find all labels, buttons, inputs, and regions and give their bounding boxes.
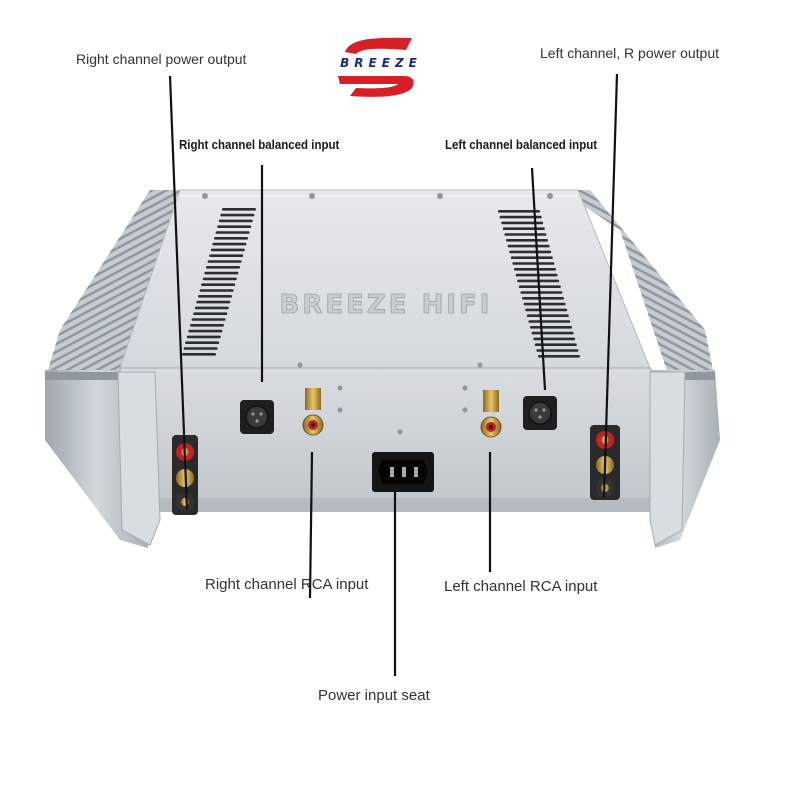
label-left-rca-input: Left channel RCA input	[444, 578, 598, 595]
vent-slot	[202, 277, 237, 281]
vent-slot	[220, 213, 255, 217]
vent-slot	[207, 260, 242, 263]
vent-slot	[193, 312, 228, 315]
vent-slot	[510, 256, 553, 259]
panel-mark: BREEZE HIFI	[280, 290, 493, 320]
left-xlr-socket	[523, 396, 557, 430]
breeze-logo	[338, 37, 414, 97]
vent-slot	[215, 231, 250, 234]
vent-slot	[534, 343, 577, 346]
vent-slot	[188, 329, 223, 333]
vent-slot	[531, 331, 574, 335]
vent-slot	[538, 355, 580, 358]
vent-slot	[212, 242, 247, 246]
leader-right-power-output	[168, 75, 189, 511]
vent-slot	[198, 295, 232, 298]
label-right-rca-input: Right channel RCA input	[205, 576, 369, 593]
vent-slot	[204, 271, 239, 275]
vent-slot	[526, 314, 569, 317]
power-inlet	[372, 452, 434, 492]
label-power-input-seat: Power input seat	[318, 687, 430, 704]
vent-slot	[199, 289, 234, 292]
vent-slot	[185, 341, 220, 344]
label-right-power-output: Right channel power output	[76, 51, 247, 67]
vent-slot	[191, 318, 226, 321]
right-rca-jack	[302, 388, 324, 436]
vent-slot	[214, 237, 248, 240]
vent-slot	[218, 219, 253, 223]
leader-left-balanced-input	[530, 167, 547, 391]
vent-slot	[222, 208, 256, 211]
vent-slot	[190, 324, 224, 327]
leader-right-rca-input	[308, 451, 314, 599]
vent-slot	[515, 273, 558, 277]
right-xlr-socket	[240, 400, 274, 434]
vent-slot	[509, 250, 552, 254]
vent-slot	[201, 283, 236, 286]
vent-slot	[522, 297, 564, 300]
vent-slot	[536, 349, 579, 352]
vent-slot	[206, 266, 240, 269]
left-vent-slots	[182, 208, 256, 356]
vent-slot	[499, 215, 542, 219]
label-left-balanced-input: Left channel balanced input	[445, 138, 598, 152]
vent-slot	[530, 326, 572, 329]
vent-slot	[501, 221, 544, 225]
label-left-power-output: Left channel, R power output	[540, 45, 720, 61]
vent-slot	[528, 320, 571, 323]
vent-slot	[533, 337, 576, 341]
top-cover	[119, 189, 651, 369]
vent-slot	[520, 291, 563, 294]
vent-slot	[194, 306, 229, 310]
vent-slot	[514, 268, 556, 271]
vent-slot	[498, 210, 540, 213]
brand-logo-text: BREEZE	[340, 56, 422, 70]
leader-lines	[168, 73, 619, 676]
vent-slot	[507, 244, 550, 248]
vent-slot	[502, 227, 545, 230]
vent-slot	[525, 308, 568, 312]
vent-slot	[506, 239, 548, 242]
vent-slot	[512, 262, 555, 265]
vent-slot	[217, 225, 252, 228]
vent-slot	[196, 300, 231, 304]
vent-slot	[209, 254, 244, 257]
vent-slot	[210, 248, 245, 252]
left-rca-jack	[480, 390, 502, 438]
vent-slot	[183, 347, 218, 350]
vent-slot	[186, 335, 221, 339]
vent-slot	[182, 353, 216, 356]
label-right-balanced-input: Right channel balanced input	[179, 138, 340, 152]
vent-slot	[504, 233, 547, 236]
vent-slot	[523, 302, 566, 306]
panel-screws	[202, 193, 553, 435]
leader-left-power-output	[602, 73, 619, 499]
